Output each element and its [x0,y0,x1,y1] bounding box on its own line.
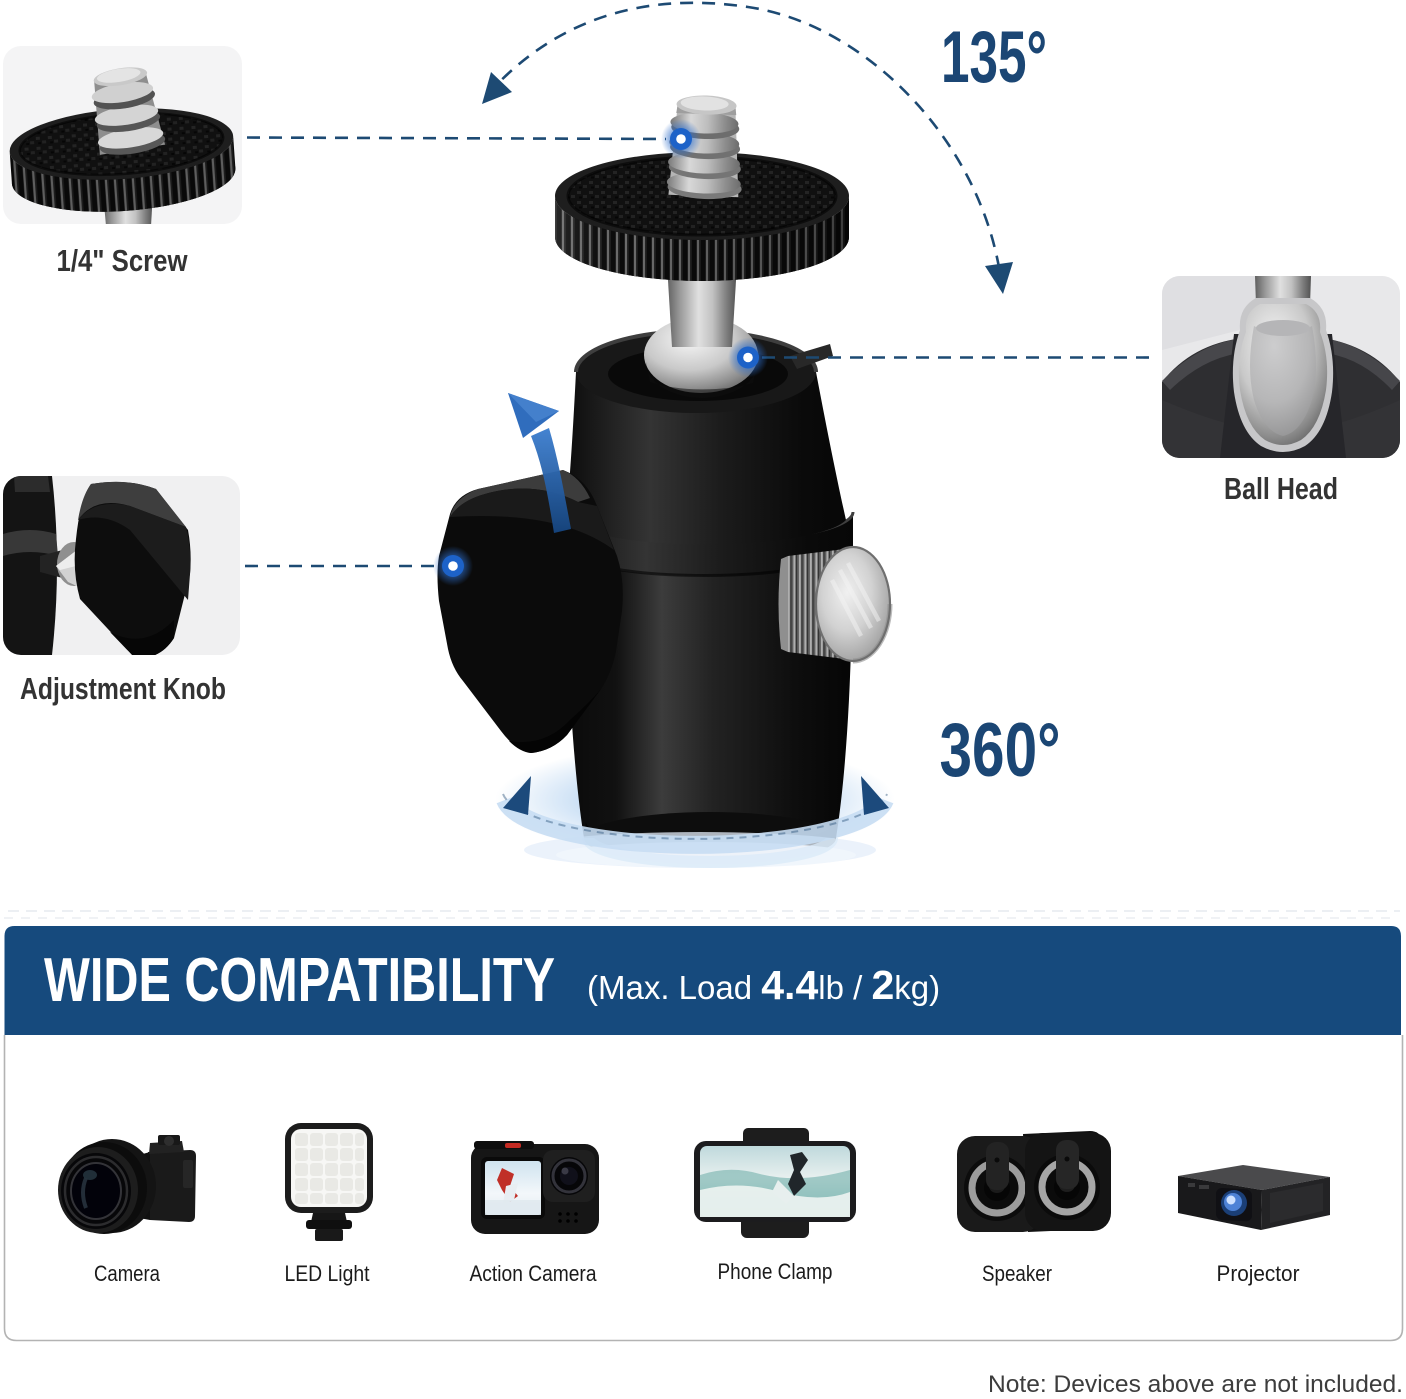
svg-text:Note: Devices above are not in: Note: Devices above are not included. [988,1371,1403,1398]
svg-text:Action Camera: Action Camera [470,1261,597,1286]
svg-text:Camera: Camera [94,1261,160,1286]
svg-text:1/4" Screw: 1/4" Screw [57,243,189,278]
svg-text:Ball Head: Ball Head [1224,471,1338,506]
svg-text:(Max. Load 4.4lb / 2kg): (Max. Load 4.4lb / 2kg) [587,962,940,1008]
svg-text:Adjustment Knob: Adjustment Knob [20,671,226,706]
svg-text:LED Light: LED Light [285,1261,371,1286]
svg-text:Phone Clamp: Phone Clamp [718,1259,833,1284]
svg-text:360°: 360° [940,708,1061,793]
svg-text:Projector: Projector [1217,1261,1300,1286]
svg-text:WIDE COMPATIBILITY: WIDE COMPATIBILITY [44,946,555,1015]
svg-text:Speaker: Speaker [982,1261,1052,1286]
svg-text:135°: 135° [941,17,1047,98]
